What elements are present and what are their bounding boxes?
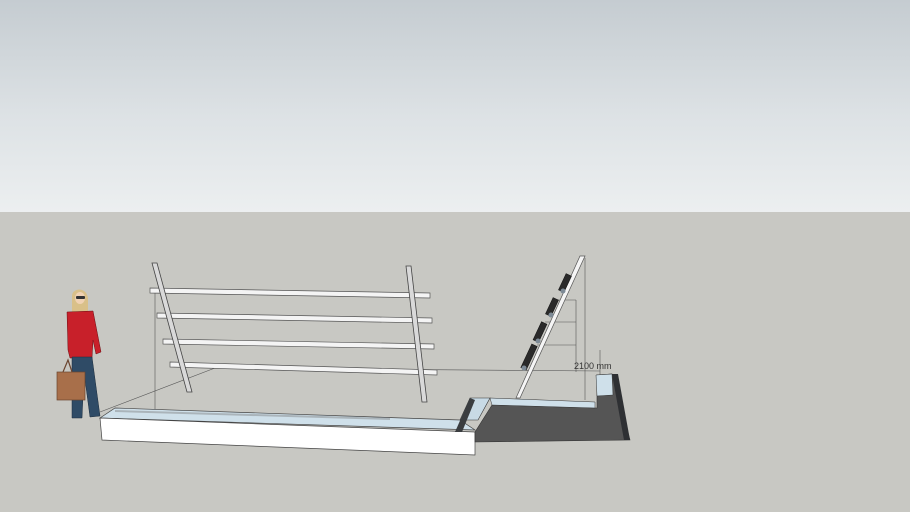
scale-figure-person: [56, 289, 102, 419]
pit: [455, 373, 631, 443]
ground-plane: [0, 212, 910, 512]
base-slab: [98, 407, 477, 456]
sky-background: [0, 0, 910, 212]
rail-frame: [149, 262, 438, 403]
dimension-label: 2100 mm: [574, 361, 612, 371]
inclined-ladder: [515, 255, 586, 399]
